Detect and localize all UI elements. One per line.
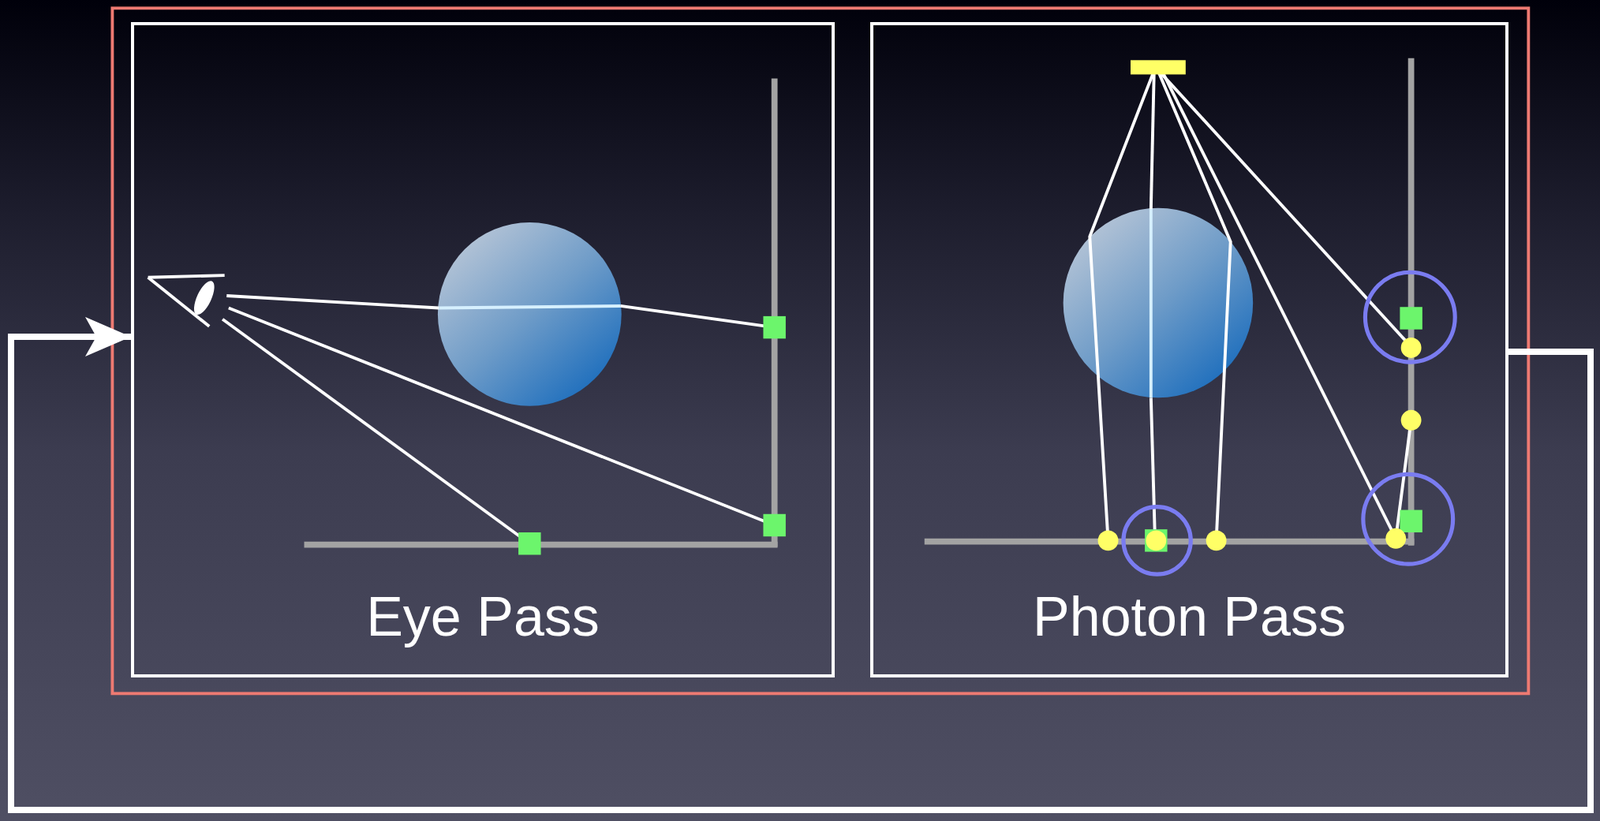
refracted-ray: [438, 306, 621, 309]
eye-ray: [620, 306, 774, 328]
eye-symbol: [190, 278, 219, 318]
eye-scene: [148, 78, 786, 556]
photon: [1206, 530, 1227, 551]
hit-point: [1399, 510, 1422, 533]
photon: [1401, 337, 1422, 359]
hit-point: [762, 514, 786, 537]
hit-point: [518, 532, 541, 555]
hit-point: [1144, 529, 1167, 552]
photon-ray: [1158, 73, 1231, 541]
eye-ray: [226, 295, 439, 309]
photon: [1145, 530, 1167, 551]
photon-ray: [1151, 397, 1156, 541]
eye-ray: [228, 308, 775, 526]
hit-point: [1399, 306, 1422, 329]
sphere: [437, 222, 622, 407]
outer-frame: [112, 7, 1529, 694]
photon-scene: [924, 58, 1455, 575]
photon: [1401, 410, 1422, 431]
gather-radius: [1363, 474, 1454, 565]
pass-box: Eye Pass: [130, 22, 835, 678]
photon-rays: [1089, 73, 1411, 541]
floor: [924, 538, 1415, 546]
photons: [1098, 337, 1422, 551]
photon-ray: [1161, 73, 1412, 348]
photon-ray: [1089, 73, 1153, 541]
hit-point: [762, 316, 786, 339]
eye-ray: [222, 319, 530, 544]
photon: [1098, 530, 1119, 551]
light-source: [1130, 59, 1186, 75]
gather-radii: [1123, 272, 1455, 575]
box-title: Photon Pass: [1032, 586, 1346, 648]
photon-ray: [1162, 73, 1396, 539]
pass-box: Photon Pass: [870, 22, 1509, 678]
photon-ray: [1151, 73, 1155, 210]
box-title: Eye Pass: [366, 586, 600, 648]
eye-symbol: [148, 275, 225, 278]
refracted-ray: [1149, 209, 1153, 398]
loop-arrow: [11, 336, 1591, 811]
wall: [771, 78, 778, 548]
photon: [1385, 528, 1406, 550]
gather-radius: [1364, 272, 1455, 363]
gather-radius: [1123, 507, 1191, 575]
